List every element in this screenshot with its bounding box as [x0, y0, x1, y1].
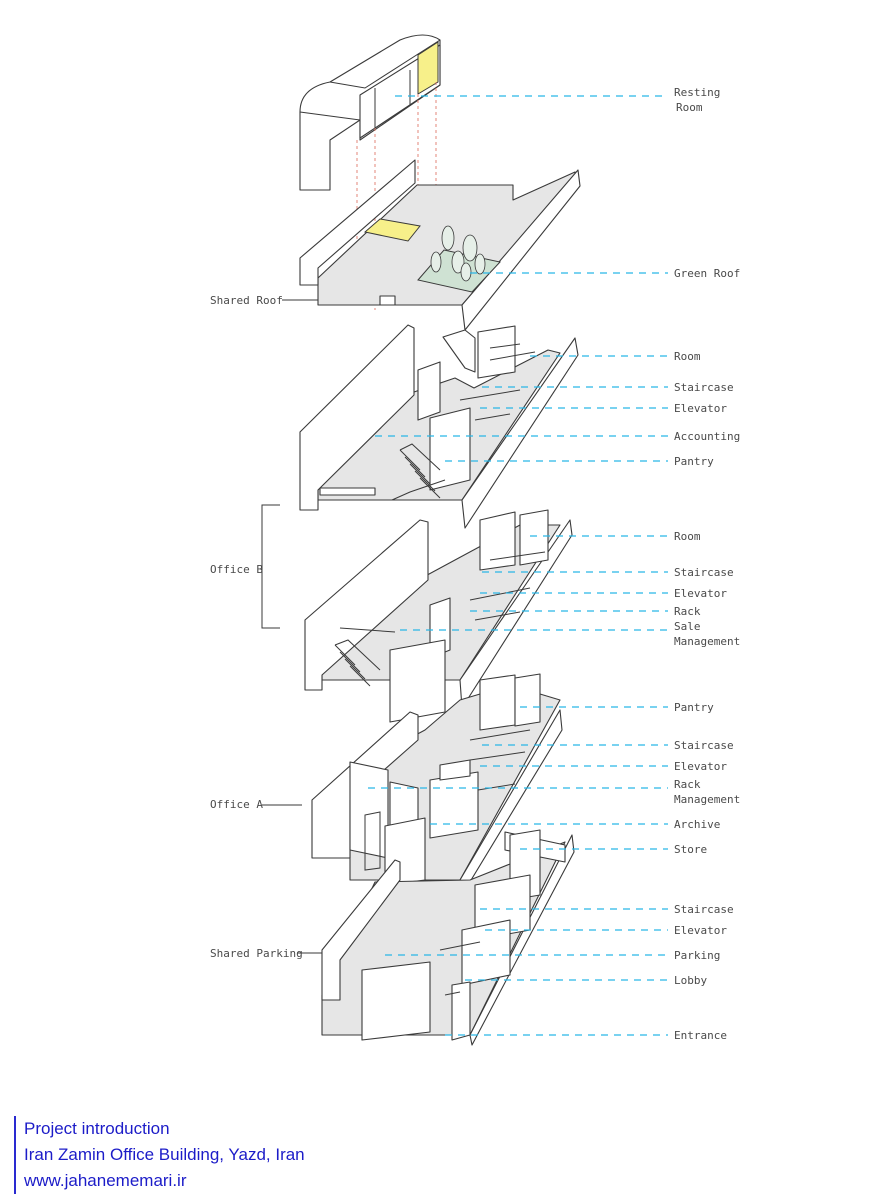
office-a-label: Office A — [210, 798, 263, 811]
office-b-lower-floor — [304, 509, 573, 723]
office-b-label: Office B — [210, 563, 263, 576]
caption-block: Project introduction Iran Zamin Office B… — [14, 1116, 305, 1194]
office-a-floor — [311, 673, 563, 896]
shared-parking-floor — [321, 829, 575, 1046]
sale-management-label: Management — [674, 635, 740, 648]
entrance-label: Entrance — [674, 1029, 727, 1042]
left-labels: Shared Roof Office B Office A Shared Par… — [210, 294, 322, 960]
accounting-label: Accounting — [674, 430, 740, 443]
elevator-b1-label: Elevator — [674, 587, 727, 600]
pantry-b2-label: Pantry — [674, 455, 714, 468]
pantry-a-label: Pantry — [674, 701, 714, 714]
staircase-b2-label: Staircase — [674, 381, 734, 394]
elevator-a-label: Elevator — [674, 760, 727, 773]
resting-room-label: Resting — [674, 86, 720, 99]
rack-management-a-label: Management — [674, 793, 740, 806]
elevator-p-label: Elevator — [674, 924, 727, 937]
caption-line-2: Iran Zamin Office Building, Yazd, Iran — [24, 1145, 305, 1164]
shared-roof-label: Shared Roof — [210, 294, 283, 307]
office-b-bracket — [261, 504, 280, 629]
shared-parking-label: Shared Parking — [210, 947, 303, 960]
green-roof-label: Green Roof — [674, 267, 740, 280]
staircase-p-label: Staircase — [674, 903, 734, 916]
room-b1-label: Room — [674, 530, 701, 543]
rack-management-a-label: Rack — [674, 778, 701, 791]
caption-line-1: Project introduction — [24, 1119, 170, 1138]
office-b-upper-floor — [299, 324, 579, 529]
parking-label: Parking — [674, 949, 720, 962]
resting-room-label: Room — [676, 101, 703, 114]
rack-b1-label: Rack — [674, 605, 701, 618]
archive-label: Archive — [674, 818, 720, 831]
resting-room-highlight — [417, 41, 439, 95]
caption-line-3[interactable]: www.jahanememari.ir — [24, 1171, 187, 1190]
shared-roof-slab — [299, 159, 581, 331]
staircase-b1-label: Staircase — [674, 566, 734, 579]
elevator-b2-label: Elevator — [674, 402, 727, 415]
store-label: Store — [674, 843, 707, 856]
sale-management-label: Sale — [674, 620, 701, 633]
room-b2-label: Room — [674, 350, 701, 363]
lobby-label: Lobby — [674, 974, 707, 987]
tree-icons — [430, 225, 486, 282]
staircase-a-label: Staircase — [674, 739, 734, 752]
